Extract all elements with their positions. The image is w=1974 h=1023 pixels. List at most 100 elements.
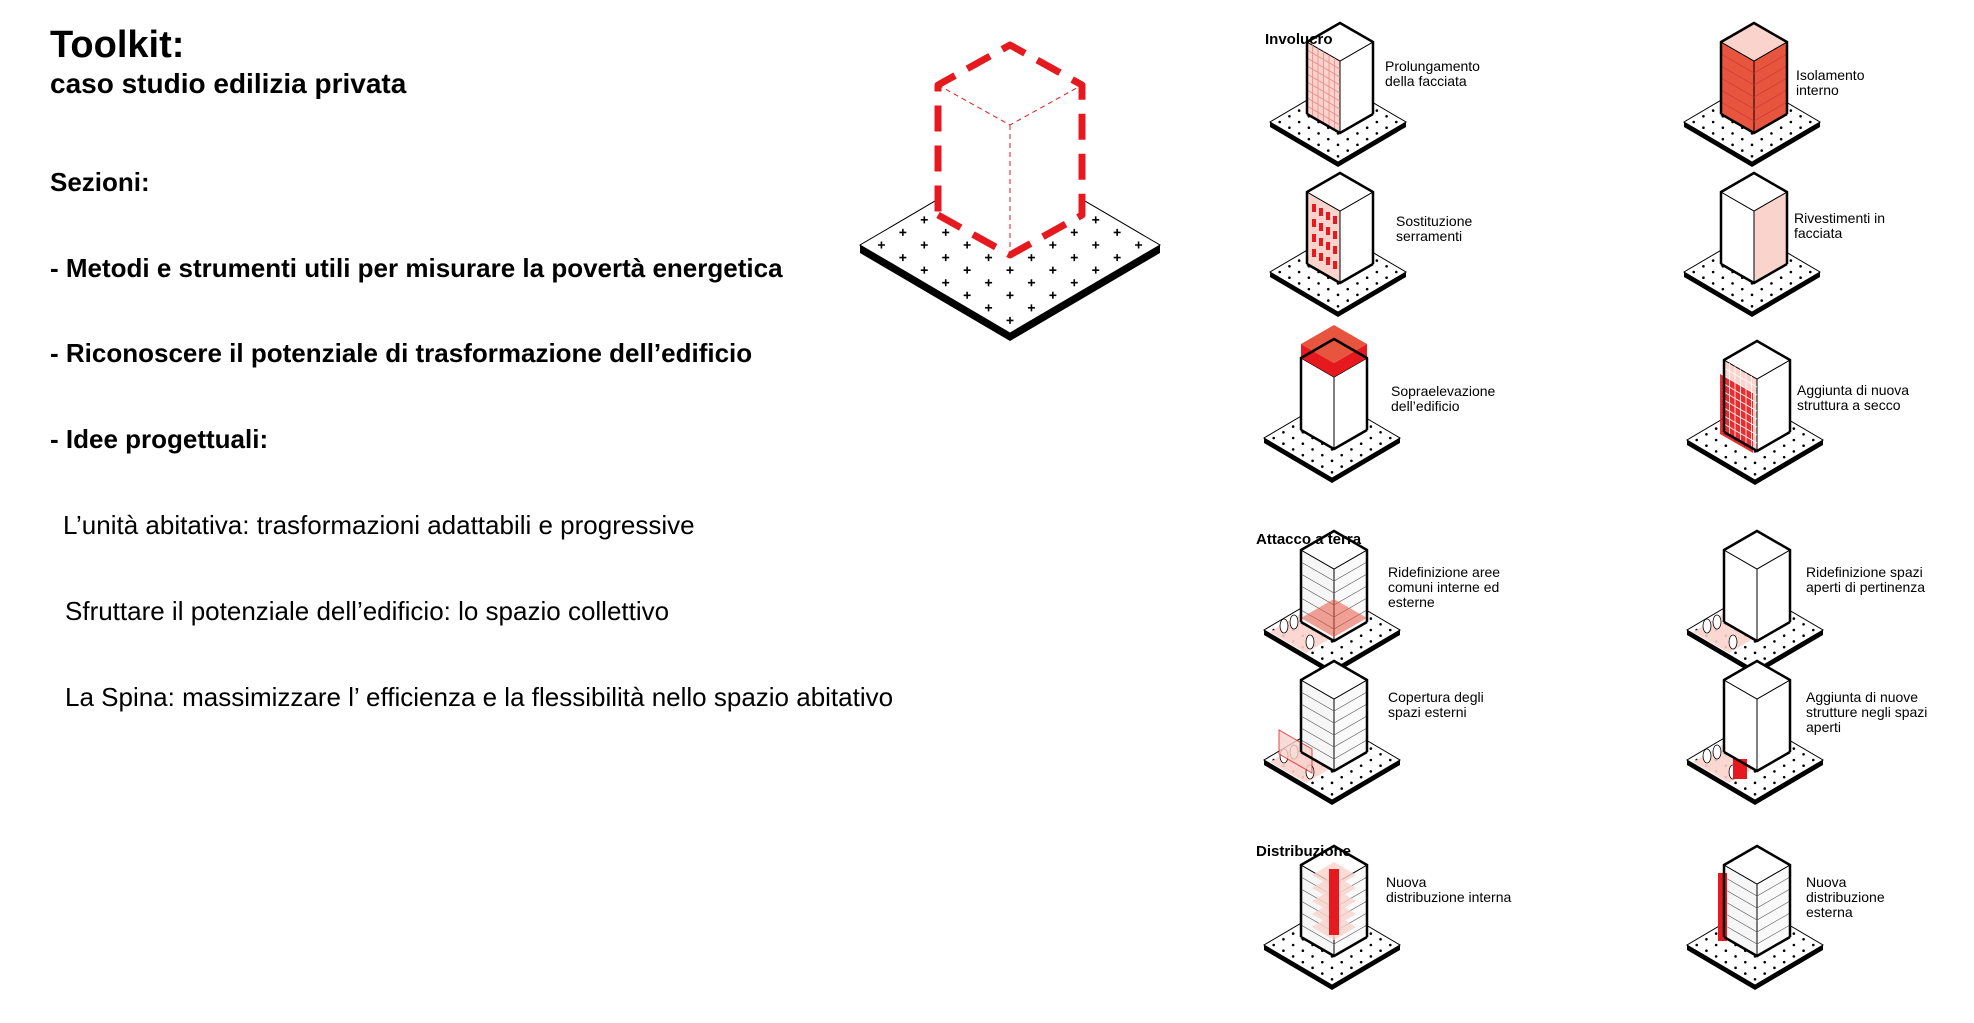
grid-line	[1306, 89, 1341, 110]
dot	[1743, 645, 1747, 649]
dot	[1740, 137, 1744, 141]
dot	[1753, 472, 1757, 476]
dot	[1743, 972, 1747, 975]
dot	[1385, 114, 1388, 118]
dot	[1714, 943, 1718, 947]
dot	[1753, 781, 1757, 785]
tool-label: Sostituzione serramenti	[1396, 213, 1473, 244]
dot	[1394, 120, 1398, 124]
dot	[1356, 132, 1359, 135]
dot	[1350, 448, 1353, 451]
building-outline	[1720, 262, 1788, 285]
dot	[1388, 758, 1392, 762]
category-attacco-a-terra: Attacco a terra	[1256, 531, 1362, 548]
dot	[1369, 955, 1373, 958]
dot	[1340, 972, 1344, 975]
dot	[1278, 270, 1282, 274]
dot	[1721, 287, 1725, 291]
dot	[1792, 932, 1796, 935]
dot	[1724, 444, 1728, 448]
dot	[1301, 442, 1305, 446]
plus-mark	[942, 279, 950, 287]
dot	[1291, 448, 1295, 451]
dot	[1773, 461, 1776, 465]
grid-line	[1306, 81, 1341, 102]
bullet-energy-poverty: - Metodi e strumenti utili per misurare …	[50, 253, 783, 283]
idea-spine: La Spina: massimizzare l’ efficienza e l…	[65, 682, 894, 712]
tool-icon-extcore	[1686, 844, 1824, 990]
window	[1312, 234, 1316, 242]
dot	[1789, 109, 1793, 112]
dot	[1317, 282, 1320, 285]
grid-line	[1306, 57, 1341, 78]
dot	[1705, 949, 1708, 953]
dot	[1792, 758, 1796, 762]
insulation-line	[1720, 89, 1788, 110]
building-outline	[1306, 262, 1374, 285]
dot	[1792, 617, 1796, 620]
dot	[1773, 651, 1776, 655]
dot	[1721, 126, 1725, 130]
plus-mark	[920, 216, 928, 224]
tool-icon-cover	[1263, 659, 1401, 805]
dot	[1711, 120, 1715, 124]
dot	[1320, 787, 1324, 790]
grid-line	[1723, 415, 1758, 436]
plus-mark	[1027, 279, 1035, 287]
plus-mark	[1006, 266, 1014, 274]
dot	[1388, 436, 1392, 440]
tool-icon-ground	[1686, 529, 1824, 675]
window	[1333, 231, 1337, 239]
dot	[1320, 453, 1324, 457]
dot	[1711, 132, 1715, 135]
dot	[1799, 276, 1802, 280]
dot	[1753, 977, 1757, 981]
dot	[1750, 143, 1754, 147]
dot	[1808, 120, 1812, 124]
dot	[1802, 764, 1805, 768]
dot	[1272, 436, 1276, 440]
dot	[1379, 442, 1382, 446]
dot	[1753, 966, 1757, 970]
dot	[1297, 259, 1301, 262]
dot	[1317, 132, 1320, 135]
grid-line	[1306, 97, 1341, 118]
floor-line	[1300, 573, 1368, 594]
plus-mark	[1049, 241, 1057, 249]
dot	[1773, 770, 1776, 773]
dot	[1763, 455, 1767, 459]
tool-icon-hatch	[1683, 171, 1821, 317]
building-outline	[1300, 428, 1368, 451]
grid-line	[1306, 73, 1341, 94]
dot	[1799, 264, 1802, 268]
plus-mark	[963, 266, 971, 274]
dot	[1301, 949, 1305, 953]
dot	[1792, 747, 1796, 750]
dot	[1369, 747, 1373, 750]
plus-mark	[920, 266, 928, 274]
window	[1333, 216, 1337, 224]
external-core	[1718, 873, 1727, 941]
tool-label: Copertura degli spazi esterni	[1388, 689, 1484, 720]
dot	[1724, 949, 1728, 953]
dot	[1359, 442, 1363, 446]
window	[1333, 261, 1337, 269]
dot	[1340, 787, 1344, 790]
dot	[1740, 287, 1744, 291]
dot	[1782, 949, 1786, 953]
plus-mark	[1006, 291, 1014, 299]
plus-mark	[1006, 316, 1014, 324]
dot	[1792, 640, 1796, 643]
dot	[1369, 943, 1373, 947]
dot	[1288, 264, 1291, 268]
dot	[1375, 132, 1379, 135]
dot	[1320, 657, 1324, 660]
grid-line	[1306, 65, 1341, 86]
tool-icon-addbox	[1686, 659, 1824, 805]
dot	[1724, 455, 1728, 459]
dot	[1773, 450, 1776, 453]
grid-line	[1723, 375, 1758, 396]
insulation-line	[1720, 65, 1788, 86]
dot	[1307, 276, 1311, 280]
dot	[1779, 276, 1783, 280]
